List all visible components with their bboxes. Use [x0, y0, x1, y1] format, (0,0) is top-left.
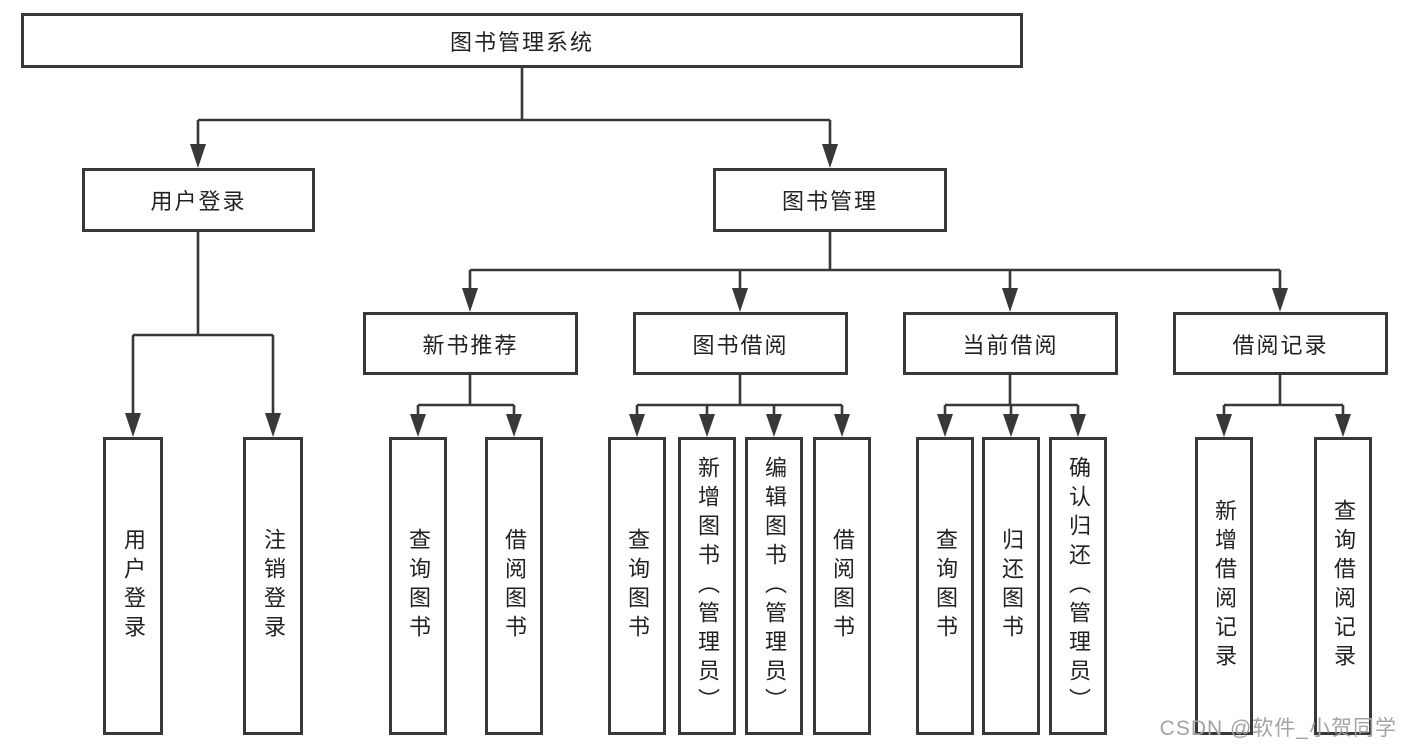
leaf-confirm-return-admin: 确认归还（管理员） — [1049, 437, 1107, 735]
leaf-edit-books-admin: 编辑图书（管理员） — [745, 437, 803, 735]
leaf-borrow-books: 借阅图书 — [813, 437, 871, 735]
node-current-borrow: 当前借阅 — [903, 312, 1118, 375]
leaf-query-books-recommend: 查询图书 — [389, 437, 447, 735]
leaf-query-books-current-label: 查询图书 — [933, 528, 958, 644]
leaf-query-books-borrow: 查询图书 — [608, 437, 666, 735]
leaf-add-books-admin-label: 新增图书（管理员） — [695, 455, 720, 717]
node-book-borrow: 图书借阅 — [633, 312, 848, 375]
leaf-edit-books-admin-label: 编辑图书（管理员） — [762, 455, 787, 717]
leaf-return-books-label: 归还图书 — [999, 528, 1024, 644]
leaf-query-books-recommend-label: 查询图书 — [406, 528, 431, 644]
node-user-login: 用户登录 — [82, 168, 315, 232]
leaf-user-login-label: 用户登录 — [121, 528, 146, 644]
node-root-library-system: 图书管理系统 — [21, 13, 1023, 68]
leaf-user-login: 用户登录 — [103, 437, 163, 735]
leaf-query-books-borrow-label: 查询图书 — [625, 528, 650, 644]
leaf-query-borrow-record: 查询借阅记录 — [1314, 437, 1372, 735]
leaf-logout-label: 注销登录 — [261, 528, 286, 644]
node-new-book-recommend: 新书推荐 — [363, 312, 578, 375]
leaf-add-borrow-record-label: 新增借阅记录 — [1212, 499, 1237, 673]
leaf-query-books-current: 查询图书 — [916, 437, 974, 735]
leaf-confirm-return-admin-label: 确认归还（管理员） — [1066, 455, 1091, 717]
leaf-logout: 注销登录 — [243, 437, 303, 735]
leaf-query-borrow-record-label: 查询借阅记录 — [1331, 499, 1356, 673]
leaf-return-books: 归还图书 — [982, 437, 1040, 735]
leaf-borrow-books-label: 借阅图书 — [830, 528, 855, 644]
leaf-borrow-books-recommend: 借阅图书 — [485, 437, 543, 735]
leaf-borrow-books-recommend-label: 借阅图书 — [502, 528, 527, 644]
csdn-watermark: CSDN @软件_小贺同学 — [1159, 717, 1397, 740]
node-borrow-records: 借阅记录 — [1173, 312, 1388, 375]
leaf-add-books-admin: 新增图书（管理员） — [678, 437, 736, 735]
leaf-add-borrow-record: 新增借阅记录 — [1195, 437, 1253, 735]
node-book-management: 图书管理 — [713, 168, 947, 232]
